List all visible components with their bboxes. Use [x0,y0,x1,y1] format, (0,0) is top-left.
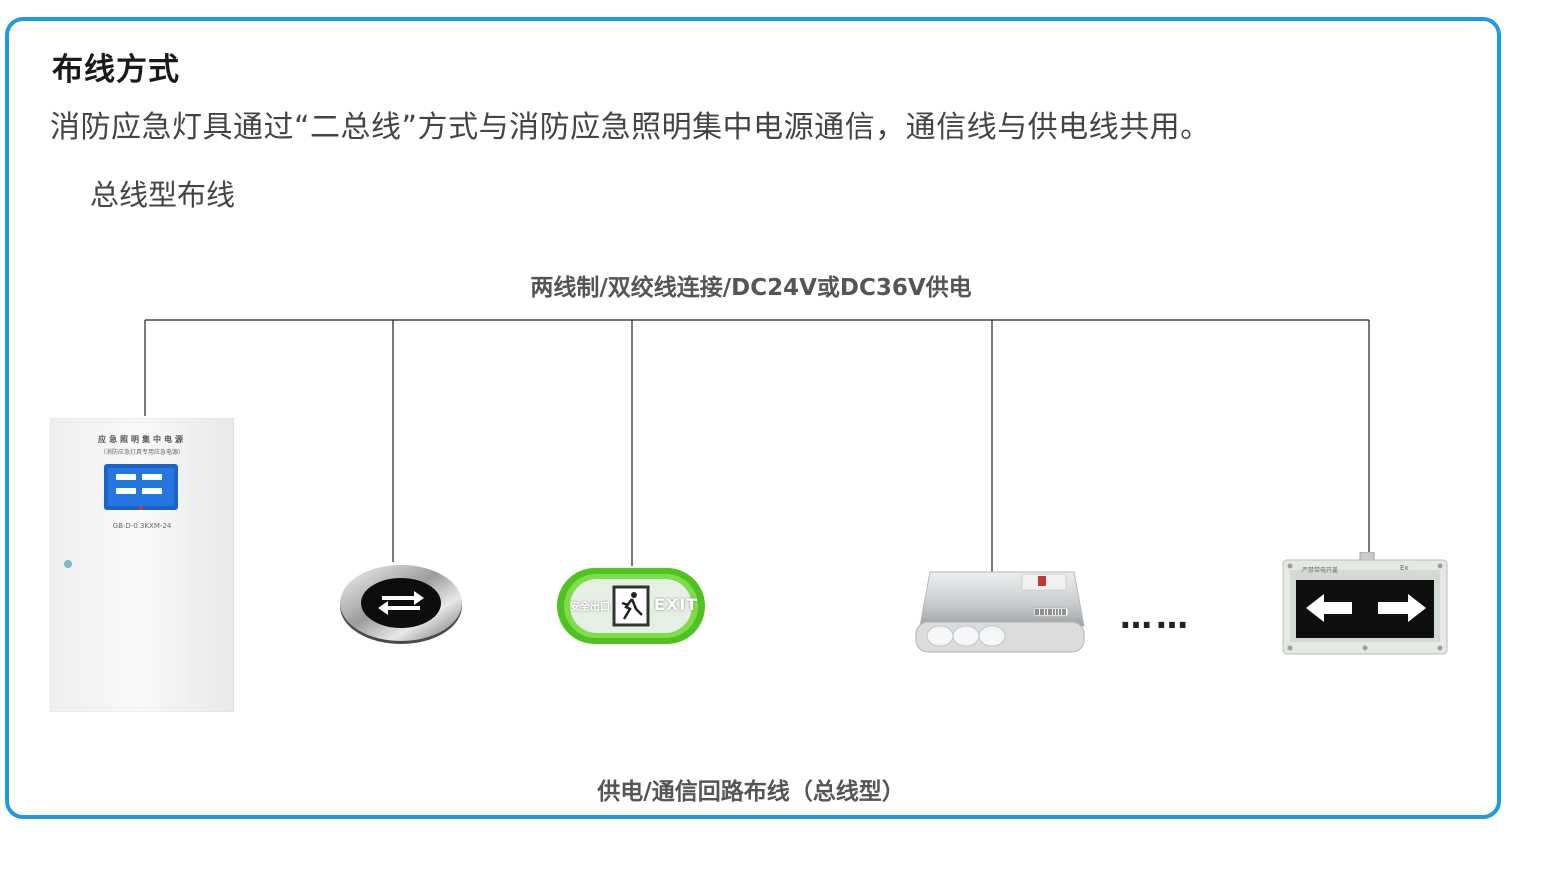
floor-direction-light [338,562,464,646]
power-supply-cabinet: 应急照明集中电源 （消防应急灯具专用应急电源） GB-D-0.3KXM-24 [49,417,235,713]
exit-sign-cn: 安全出口 [570,602,610,613]
more-devices-ellipsis: …… [1120,598,1192,636]
arrow-right-icon [1378,594,1426,622]
arrow-left-icon [378,601,420,615]
exit-sign-en: EXIT [654,595,699,614]
cabinet-title: 应急照明集中电源 [98,435,186,444]
subheading: 总线型布线 [90,178,236,212]
explosion-proof-direction-sign: 严禁带电开盖 Ex [1282,551,1448,656]
cabinet-model: GB-D-0.3KXM-24 [112,522,172,530]
ex-sign-ex-label: Ex [1400,564,1409,572]
diagram-frame [5,17,1501,819]
section-heading: 布线方式 [52,52,180,88]
arrow-left-icon [1306,594,1352,622]
cabinet-subtitle: （消防应急灯具专用应急电源） [99,449,184,456]
emergency-lighting-lamp [914,570,1086,654]
arrow-right-icon [382,591,424,605]
bus-caption: 两线制/双绞线连接/DC24V或DC36V供电 [530,275,972,301]
ex-sign-warning-label: 严禁带电开盖 [1302,567,1339,574]
bottom-caption: 供电/通信回路布线（总线型） [597,779,905,805]
exit-sign-light: 安全出口 EXIT [556,567,706,647]
running-man-icon [631,592,637,598]
description-text: 消防应急灯具通过“二总线”方式与消防应急照明集中电源通信，通信线与供电线共用。 [50,110,1211,145]
